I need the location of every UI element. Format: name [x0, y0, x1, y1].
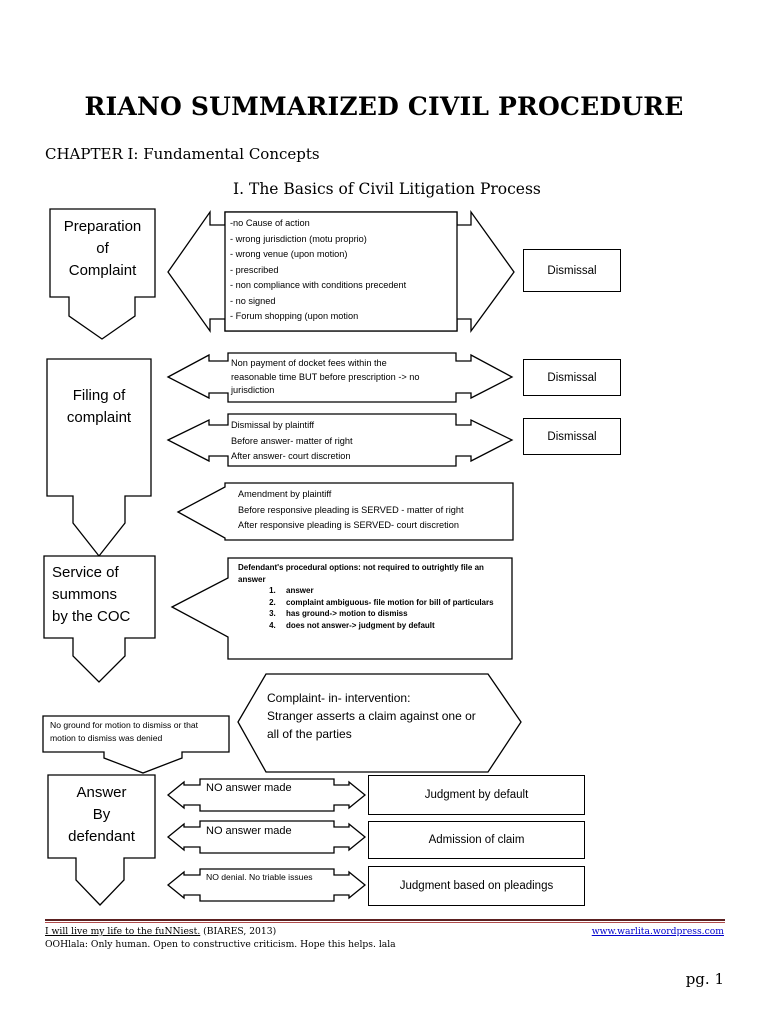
- filing-arrow-shape: [46, 358, 152, 558]
- step-filing-line1: Filing of: [72, 387, 126, 404]
- options-text: Defendant's procedural options: not requ…: [238, 562, 500, 631]
- dismissal-plaintiff-line: Dismissal by plaintiff: [231, 420, 315, 430]
- option-item: answer: [278, 585, 500, 597]
- service-arrow-shape: [43, 555, 156, 683]
- answer-arrow-shape: [47, 774, 156, 906]
- footer-note: OOHlala: Only human. Open to constructiv…: [45, 939, 396, 950]
- footer-rule-light: [45, 922, 725, 923]
- no-answer-1-text: NO answer made: [206, 782, 292, 794]
- page-number: pg. 1: [685, 970, 724, 988]
- step-answer-line3: defendant: [68, 828, 135, 845]
- options-intro: Defendant's procedural options: not requ…: [238, 563, 484, 584]
- chapter-heading: CHAPTER I: Fundamental Concepts: [45, 145, 320, 163]
- intervention-text: Complaint- in- intervention: Stranger as…: [267, 689, 497, 743]
- preparation-arrow-shape: [49, 208, 156, 340]
- step-service-line1: Service of: [52, 564, 119, 581]
- page-title: RIANO SUMMARIZED CIVIL PROCEDURE: [84, 92, 684, 121]
- dismissal-plaintiff-text: Dismissal by plaintiff Before answer- ma…: [231, 418, 455, 465]
- ground-item: - wrong jurisdiction (motu proprio): [230, 233, 367, 244]
- result-dismissal-3: Dismissal: [523, 418, 621, 455]
- step-filing: Filing of complaint: [47, 385, 151, 429]
- ground-item: - prescribed: [230, 264, 279, 275]
- intervention-hexagon: [237, 673, 522, 773]
- amendment-line: Before responsive pleading is SERVED - m…: [238, 504, 464, 515]
- step-answer-line1: Answer: [76, 784, 127, 801]
- result-judgment-default: Judgment by default: [368, 775, 585, 815]
- step-service-line3: by the COC: [52, 608, 131, 625]
- docket-line: jurisdiction: [231, 385, 275, 395]
- dismissal-plaintiff-line: Before answer- matter of right: [231, 435, 353, 446]
- step-filing-line2: complaint: [66, 409, 132, 426]
- step-preparation-line1: Preparation: [63, 218, 142, 235]
- ground-item: - non compliance with conditions precede…: [230, 280, 407, 290]
- option-item: has ground-> motion to dismiss: [278, 608, 500, 620]
- amendment-line: Amendment by plaintiff: [238, 489, 332, 499]
- step-preparation-line2: of: [96, 240, 109, 257]
- intervention-line: Complaint- in- intervention:: [267, 691, 411, 705]
- no-answer-1-double-arrow: [166, 778, 367, 812]
- no-ground-text: No ground for motion to dismiss or that …: [50, 720, 199, 743]
- footer-rule-dark: [45, 919, 725, 921]
- dismissal-plaintiff-double-arrow: [166, 413, 514, 467]
- step-service-line2: summons: [52, 586, 118, 603]
- result-judgment-pleadings: Judgment based on pleadings: [368, 866, 585, 906]
- step-answer: Answer By defendant: [48, 782, 155, 848]
- dismissal-plaintiff-line: After answer- court discretion: [231, 451, 351, 461]
- result-admission: Admission of claim: [368, 821, 585, 859]
- amendment-left-arrow: [176, 482, 514, 541]
- step-answer-line2: By: [92, 806, 111, 823]
- intervention-line: Stranger asserts a claim against one or: [267, 709, 476, 723]
- result-dismissal-2: Dismissal: [523, 359, 621, 396]
- footer-quote: I will live my life to the fuNNiest.: [45, 926, 201, 937]
- amendment-text: Amendment by plaintiff Before responsive…: [238, 487, 510, 534]
- docket-line: Non payment of docket fees within the: [231, 358, 387, 368]
- intervention-line: all of the parties: [267, 727, 352, 741]
- options-left-arrow: [170, 557, 513, 660]
- option-item: does not answer-> judgment by default: [278, 620, 500, 632]
- section-heading: I. The Basics of Civil Litigation Proces…: [233, 180, 541, 198]
- footer-cite: (BIARES, 2013): [200, 926, 277, 937]
- ground-item: -no Cause of action: [230, 218, 310, 228]
- footer-link[interactable]: www.warlita.wordpress.com: [591, 926, 724, 937]
- no-answer-2-text: NO answer made: [206, 825, 292, 837]
- no-denial-text: NO denial. No triable issues: [206, 872, 313, 882]
- ground-item: - Forum shopping (upon motion: [230, 311, 359, 321]
- no-denial-double-arrow: [166, 868, 367, 902]
- ground-item: - no signed: [230, 295, 276, 306]
- amendment-line: After responsive pleading is SERVED- cou…: [238, 520, 459, 530]
- step-preparation-line3: Complaint: [68, 262, 137, 279]
- docket-line: reasonable time BUT before prescription …: [231, 371, 420, 382]
- footer-quote-line: I will live my life to the fuNNiest. (BI…: [45, 926, 276, 937]
- result-dismissal-1: Dismissal: [523, 249, 621, 292]
- no-answer-2-double-arrow: [166, 820, 367, 854]
- options-list: answer complaint ambiguous- file motion …: [238, 585, 500, 631]
- grounds-list: -no Cause of action - wrong jurisdiction…: [230, 216, 456, 325]
- option-item: complaint ambiguous- file motion for bil…: [278, 597, 500, 609]
- ground-item: - wrong venue (upon motion): [230, 249, 348, 259]
- docket-double-arrow: [166, 352, 514, 403]
- step-service: Service of summons by the COC: [44, 562, 155, 628]
- step-preparation: Preparation of Complaint: [50, 216, 155, 282]
- docket-text: Non payment of docket fees within the re…: [231, 357, 455, 398]
- no-ground-callout: [42, 715, 230, 774]
